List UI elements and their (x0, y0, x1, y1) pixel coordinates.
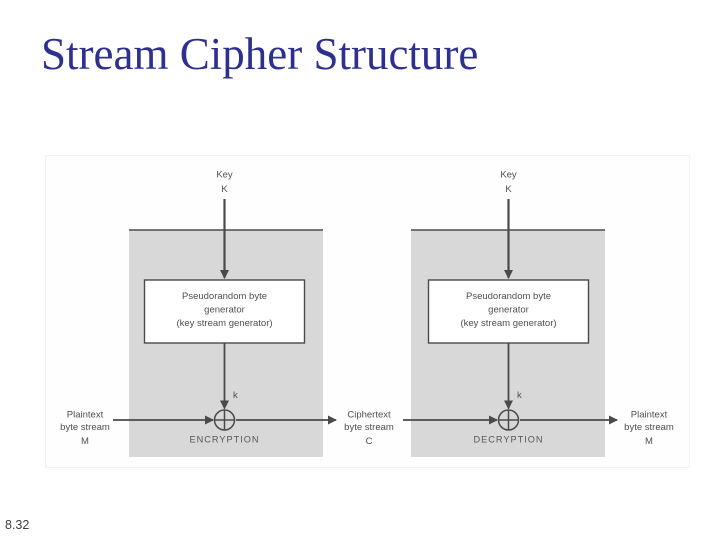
page-number-label: 8.32 (5, 518, 30, 532)
xor-encryption-icon (213, 409, 236, 431)
stream-labels: Plaintext byte stream M Ciphertext byte … (60, 410, 674, 448)
stream-cipher-figure: Key K Pseudorandom byte generator (key s… (45, 155, 690, 468)
encryption-stage: Key K Pseudorandom byte generator (key s… (113, 170, 337, 457)
svg-text:byte stream: byte stream (624, 422, 674, 433)
decryption-generator-box (427, 279, 590, 344)
decryption-generator-line2: generator (488, 305, 529, 316)
svg-text:byte stream: byte stream (60, 422, 110, 433)
decryption-generator-line3: (key stream generator) (460, 318, 556, 329)
encryption-generator-box (143, 279, 306, 344)
svg-text:M: M (645, 436, 653, 447)
svg-text:Ciphertext: Ciphertext (347, 410, 391, 421)
encryption-generator-line1: Pseudorandom byte (182, 291, 267, 302)
plaintext-output-label: Plaintext byte stream M (624, 410, 674, 448)
encryption-keystream-symbol: k (233, 390, 238, 401)
xor-decryption-icon (497, 409, 520, 431)
decryption-key-label: Key (500, 170, 517, 181)
stream-cipher-diagram: Key K Pseudorandom byte generator (key s… (60, 170, 674, 457)
decryption-key-symbol: K (505, 184, 512, 195)
encryption-stage-label: ENCRYPTION (189, 435, 259, 445)
decryption-keystream-symbol: k (517, 390, 522, 401)
svg-text:Plaintext: Plaintext (631, 410, 668, 421)
decryption-generator-line1: Pseudorandom byte (466, 291, 551, 302)
svg-text:M: M (81, 436, 89, 447)
slide-title: Stream Cipher Structure (41, 29, 479, 79)
svg-text:byte stream: byte stream (344, 422, 394, 433)
svg-text:C: C (366, 436, 373, 447)
svg-text:Plaintext: Plaintext (67, 410, 104, 421)
encryption-key-label: Key (216, 170, 233, 181)
plaintext-input-label: Plaintext byte stream M (60, 410, 110, 448)
encryption-generator-line2: generator (204, 305, 245, 316)
encryption-generator-line3: (key stream generator) (176, 318, 272, 329)
encryption-key-symbol: K (221, 184, 228, 195)
decryption-stage-label: DECRYPTION (473, 435, 543, 445)
ciphertext-label: Ciphertext byte stream C (344, 410, 394, 448)
decryption-stage: Key K Pseudorandom byte generator (key s… (403, 170, 618, 457)
